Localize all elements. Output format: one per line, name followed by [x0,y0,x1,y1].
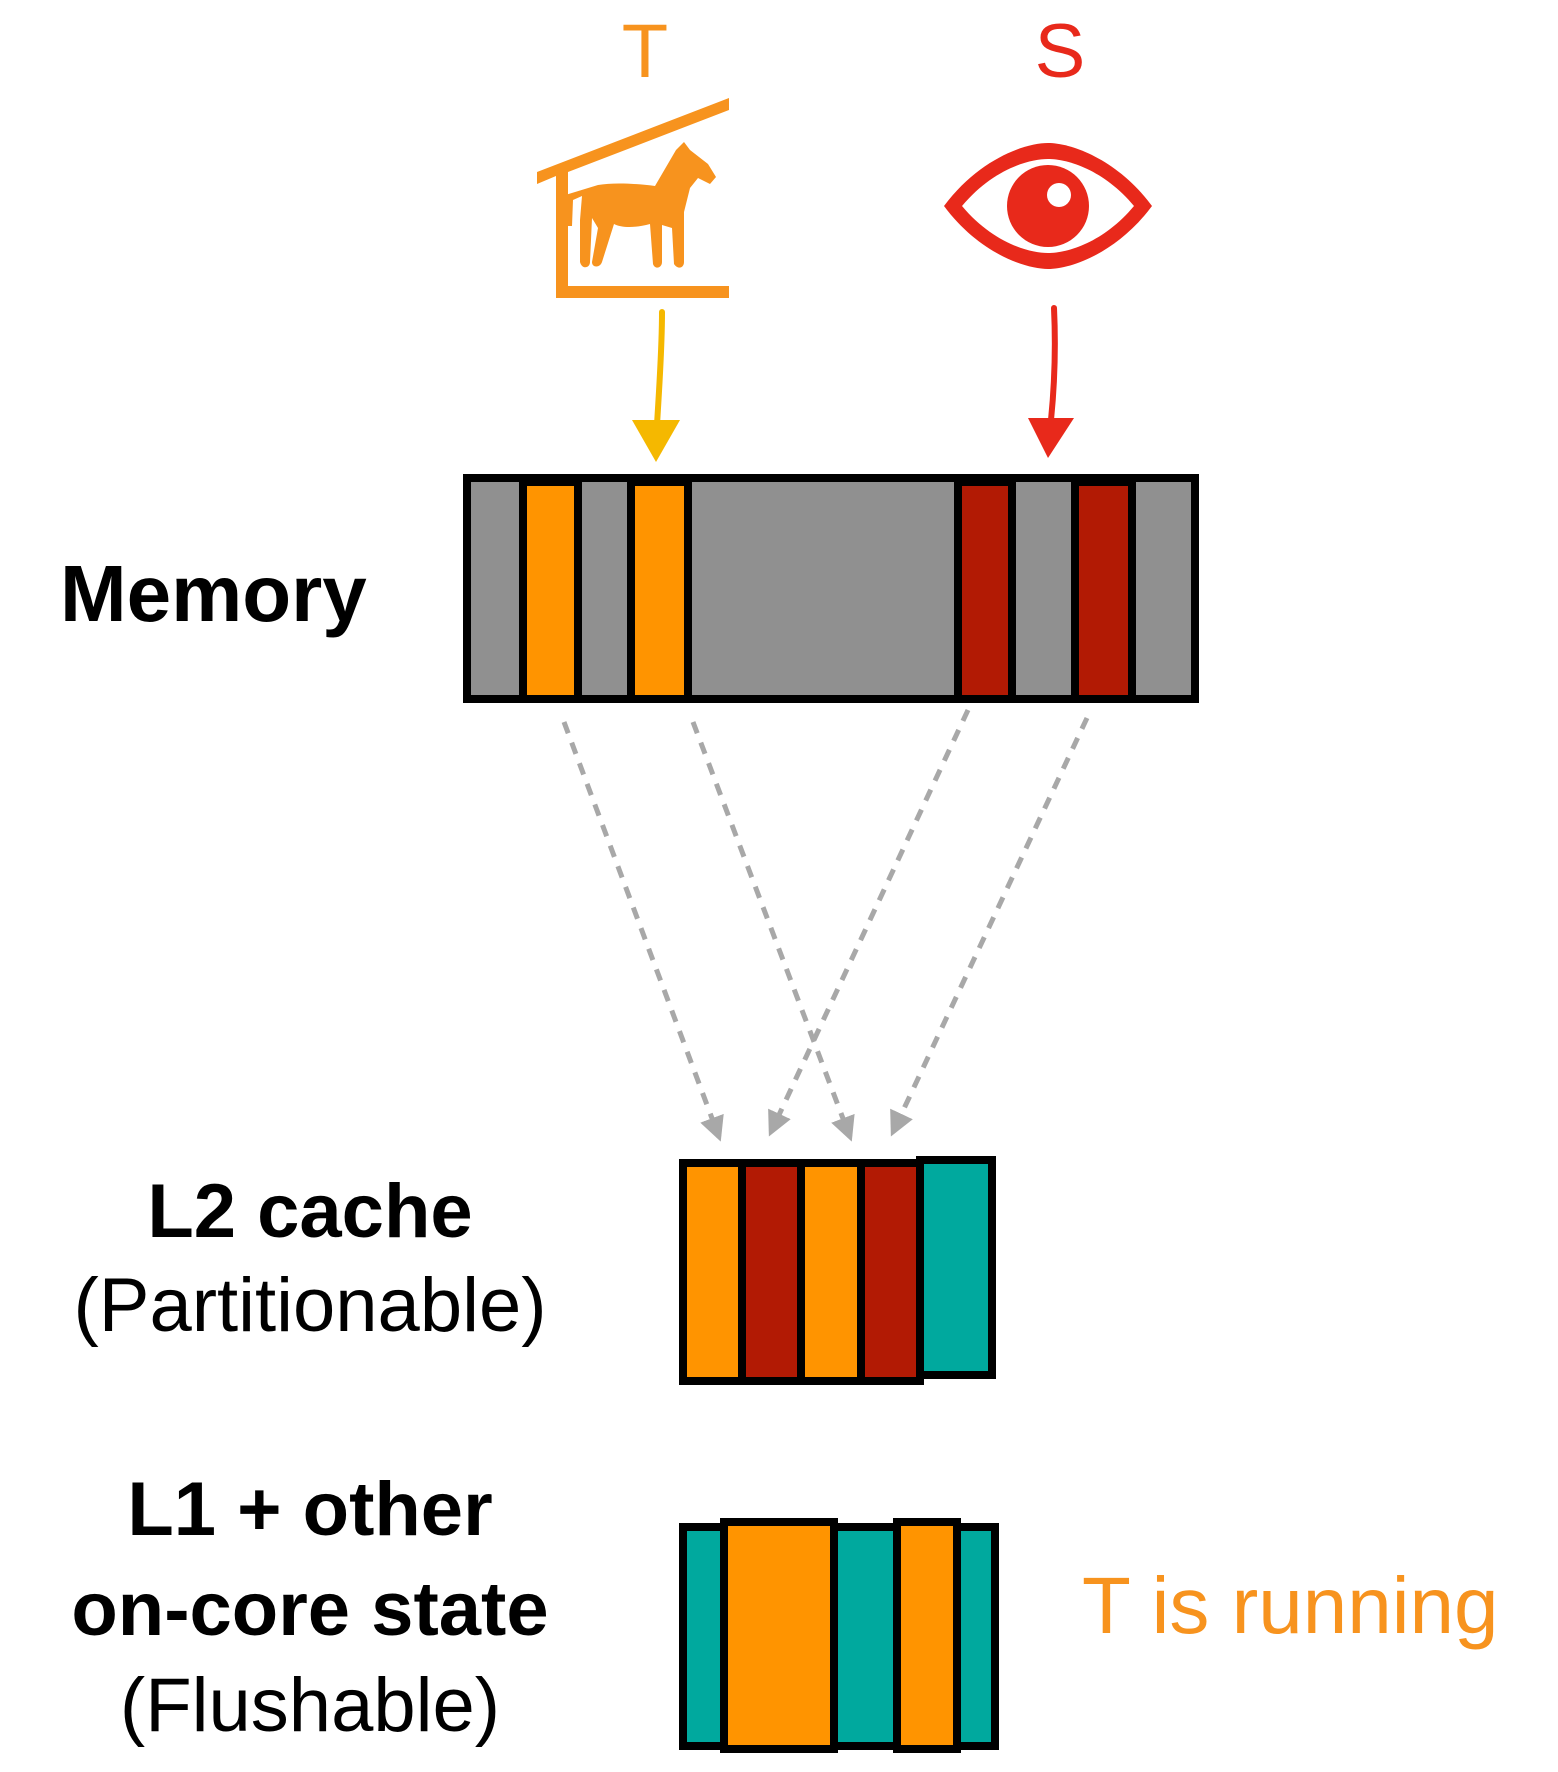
l1-label-line2: on-core state [71,1567,549,1652]
l2-cache-subtitle: (Partitionable) [73,1263,547,1348]
mapping-arrow [561,721,724,1142]
memory-trojan-line [627,478,692,703]
l1-trojan-line [720,1518,838,1753]
horse-in-stable-icon [537,98,729,298]
memory-trojan-line [519,478,582,703]
l2-spy-line [857,1159,924,1385]
mapping-arrow [690,721,855,1142]
spy-label: S [1034,9,1086,94]
l2-trojan-line [797,1159,865,1385]
memory-spy-line [1071,478,1136,703]
memory-spy-line [954,478,1016,703]
spy-arrow [1028,305,1074,458]
memory-label: Memory [60,549,367,638]
trojan-label: T [621,9,669,94]
l1-trojan-line [893,1518,961,1753]
l1-label-line1: L1 + other [127,1467,493,1552]
status-text: T is running [1082,1561,1499,1650]
l2-spy-line [738,1159,805,1385]
mapping-arrow [890,716,1090,1137]
trojan-arrow [632,309,680,462]
memory-bar [463,474,1199,703]
eye-icon [944,143,1152,269]
l2-cache-block [679,1156,996,1385]
l2-other-line [916,1156,996,1379]
l2-cache-label: L2 cache [147,1169,473,1254]
mapping-arrows [561,708,1090,1142]
l1-subtitle: (Flushable) [119,1663,501,1748]
l2-trojan-line [679,1159,746,1385]
l1-state-block [679,1518,999,1753]
mapping-arrow [768,708,971,1137]
